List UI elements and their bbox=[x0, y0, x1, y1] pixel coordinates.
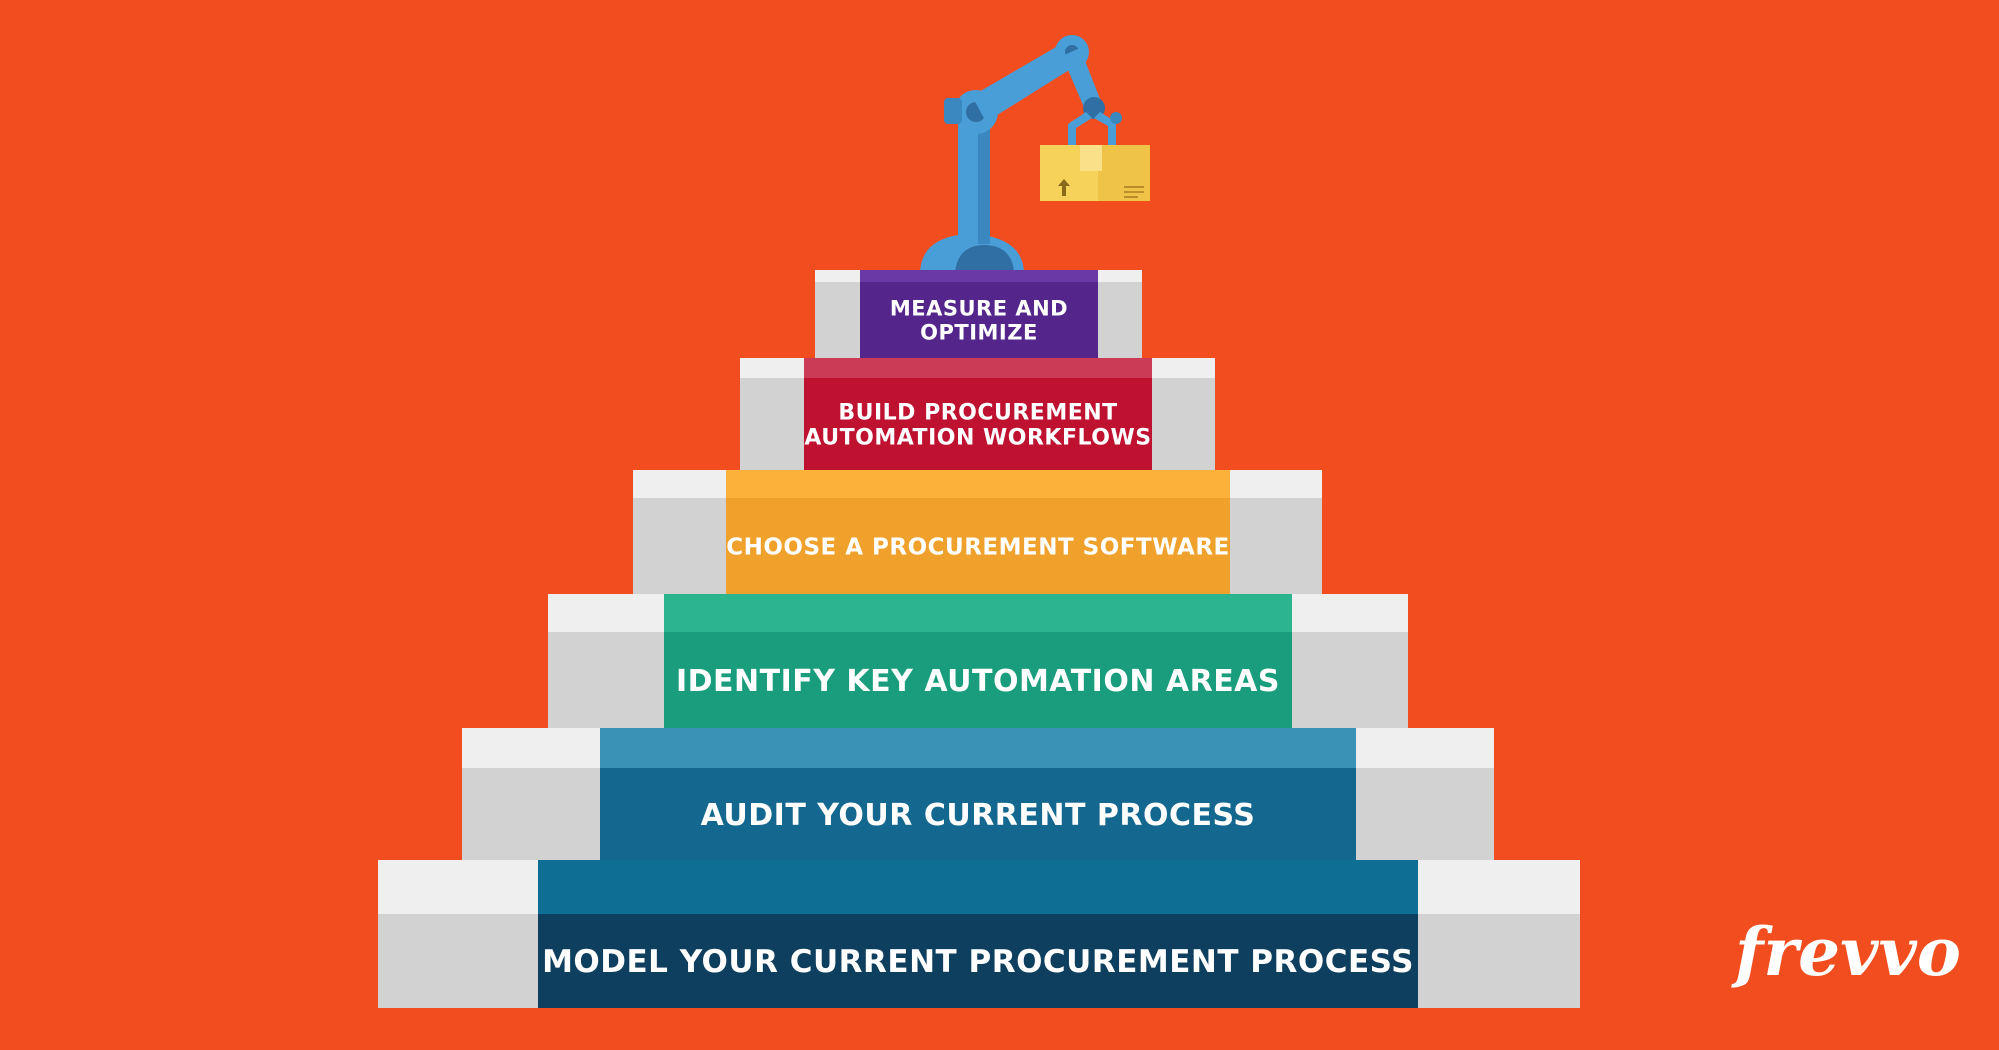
step-3-label-line: IDENTIFY KEY AUTOMATION AREAS bbox=[676, 664, 1280, 699]
step-2: AUDIT YOUR CURRENT PROCESS bbox=[462, 728, 1494, 860]
step-1-carpet-top bbox=[538, 860, 1418, 914]
step-4-label-line: CHOOSE A PROCUREMENT SOFTWARE bbox=[726, 534, 1230, 560]
step-1-label-line: MODEL YOUR CURRENT PROCUREMENT PROCESS bbox=[542, 944, 1414, 980]
step-5-left-face bbox=[740, 378, 804, 470]
step-1-label: MODEL YOUR CURRENT PROCUREMENT PROCESS bbox=[542, 944, 1414, 980]
step-6-carpet-face bbox=[860, 282, 1098, 358]
step-5-carpet-top bbox=[804, 358, 1152, 378]
step-6-carpet-top bbox=[860, 270, 1098, 282]
step-5-right-face bbox=[1152, 378, 1215, 470]
step-4-left-face bbox=[633, 498, 726, 594]
step-2-label-line: AUDIT YOUR CURRENT PROCESS bbox=[701, 798, 1256, 833]
step-1-right-face bbox=[1418, 914, 1580, 1008]
step-5-label-line: AUTOMATION WORKFLOWS bbox=[804, 426, 1151, 451]
step-6-left-face bbox=[815, 282, 860, 358]
step-6-label-line: MEASURE AND bbox=[890, 296, 1068, 320]
frevvo-logo-text: frevvo bbox=[1731, 913, 1961, 991]
robot-gripper-left bbox=[1068, 112, 1092, 154]
step-2-right-face bbox=[1356, 768, 1494, 860]
step-4-carpet-face bbox=[726, 498, 1230, 594]
step-1-carpet-face bbox=[538, 914, 1418, 1008]
step-4: CHOOSE A PROCUREMENT SOFTWARE bbox=[633, 470, 1322, 594]
step-2-left-face bbox=[462, 768, 600, 860]
frevvo-logo: frevvo bbox=[1731, 913, 1961, 991]
step-4-label: CHOOSE A PROCUREMENT SOFTWARE bbox=[726, 534, 1230, 560]
step-2-carpet-top bbox=[600, 728, 1356, 768]
step-1-left-face bbox=[378, 914, 538, 1008]
step-6-label-line: OPTIMIZE bbox=[920, 321, 1038, 345]
step-5-label-line: BUILD PROCUREMENT bbox=[838, 400, 1117, 425]
step-3-carpet-face bbox=[664, 632, 1292, 728]
step-4-right-face bbox=[1230, 498, 1322, 594]
robot-arm-icon bbox=[920, 35, 1122, 272]
step-3-carpet-top bbox=[664, 594, 1292, 632]
robot-gripper-right bbox=[1094, 112, 1116, 150]
robot-base-shadow bbox=[955, 245, 1014, 272]
cardboard-box-icon bbox=[1040, 145, 1150, 201]
staircase: MODEL YOUR CURRENT PROCUREMENT PROCESS AU… bbox=[378, 270, 1580, 1008]
step-5-carpet-face bbox=[804, 378, 1152, 470]
step-3-label: IDENTIFY KEY AUTOMATION AREAS bbox=[676, 664, 1280, 699]
robot-forearm bbox=[1062, 48, 1102, 112]
step-6-right-face bbox=[1098, 282, 1142, 358]
step-3-left-face bbox=[548, 632, 664, 728]
step-4-carpet-top bbox=[726, 470, 1230, 498]
step-3-right-face bbox=[1292, 632, 1408, 728]
step-2-carpet-face bbox=[600, 768, 1356, 860]
step-1: MODEL YOUR CURRENT PROCUREMENT PROCESS bbox=[378, 860, 1580, 1008]
step-3: IDENTIFY KEY AUTOMATION AREAS bbox=[548, 594, 1408, 728]
robot-upper-arm bbox=[972, 40, 1082, 122]
step-2-label: AUDIT YOUR CURRENT PROCESS bbox=[701, 798, 1256, 833]
